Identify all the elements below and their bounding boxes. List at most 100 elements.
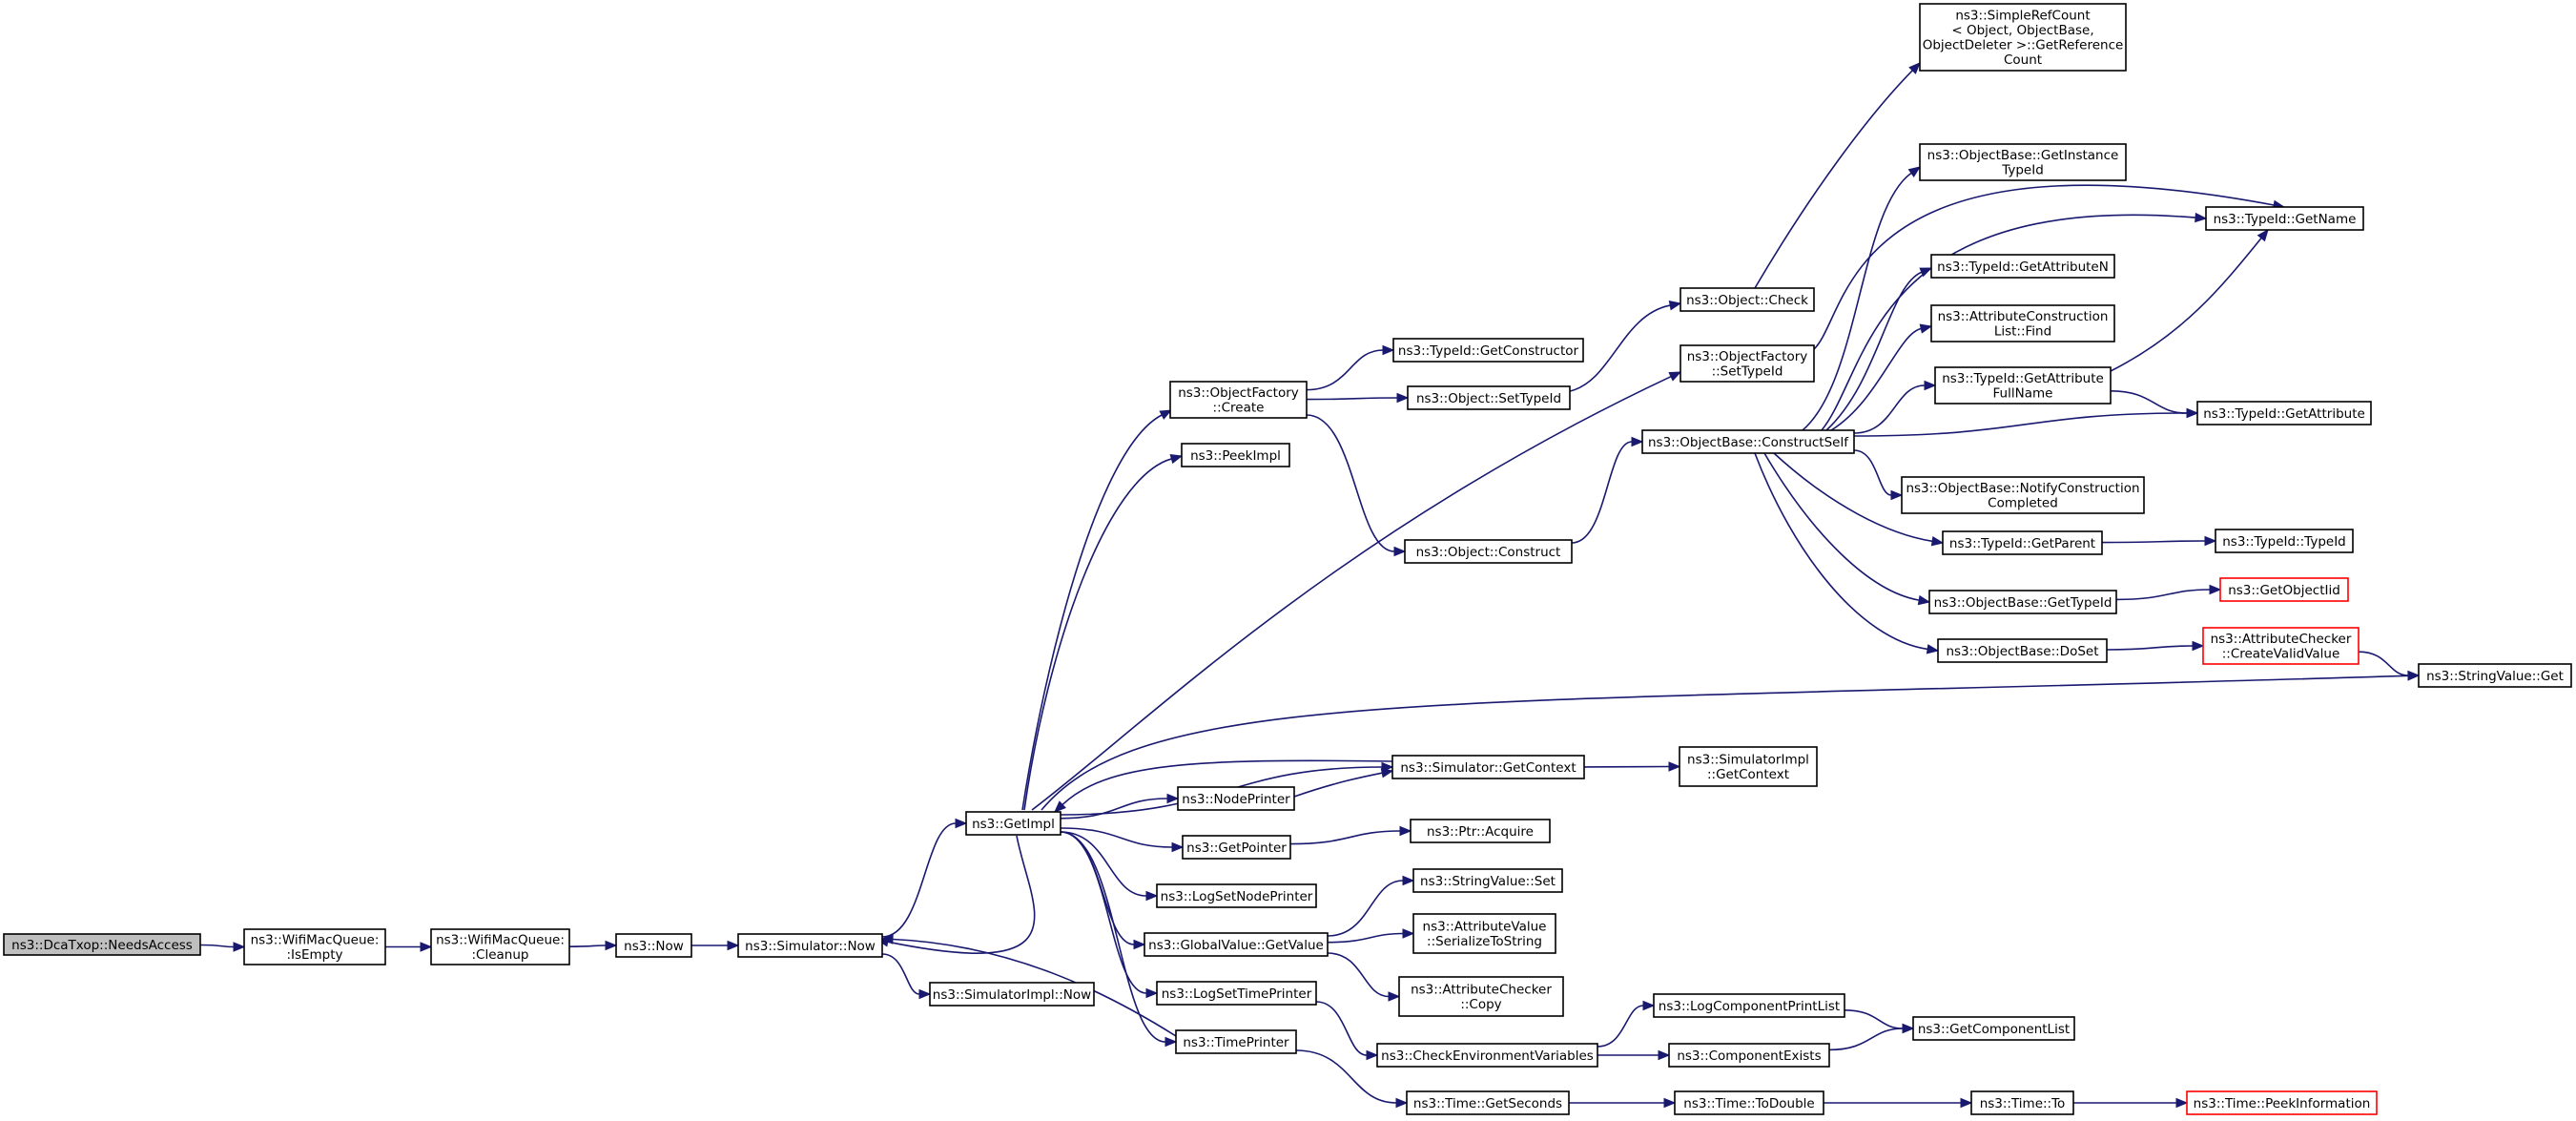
- edge-simNow-to-simImplNow: [881, 953, 932, 1000]
- node-tidGetParent[interactable]: ns3::TypeId::GetParent: [1942, 530, 2103, 555]
- node-box: [1970, 1090, 2074, 1115]
- node-svGet[interactable]: ns3::StringValue::Get: [2418, 663, 2572, 688]
- node-label-line: ns3::TypeId::GetAttribute: [1942, 371, 2104, 386]
- node-obNotifyConstruction[interactable]: ns3::ObjectBase::NotifyConstructionCompl…: [1901, 476, 2145, 514]
- node-box: [1181, 443, 1290, 467]
- node-ofCreate[interactable]: ns3::ObjectFactory::Create: [1169, 381, 1308, 419]
- node-box: [430, 928, 570, 965]
- node-obDoSet[interactable]: ns3::ObjectBase::DoSet: [1937, 638, 2108, 663]
- edge-timePrinter-to-timeGetSeconds: [1295, 1049, 1409, 1109]
- node-box: [2215, 529, 2354, 553]
- node-tidTypeId[interactable]: ns3::TypeId::TypeId: [2215, 529, 2354, 553]
- node-label-line: ns3::CheckEnvironmentVariables: [1381, 1048, 1594, 1064]
- edge-line: [1031, 375, 1672, 811]
- node-box: [1928, 590, 2117, 614]
- node-srcGetRef[interactable]: ns3::SimpleRefCount< Object, ObjectBase,…: [1919, 3, 2127, 72]
- node-getCompList[interactable]: ns3::GetComponentList: [1912, 1016, 2075, 1041]
- node-tidGetAttribute[interactable]: ns3::TypeId::GetAttribute: [2196, 401, 2372, 426]
- node-tidGetAttributeN[interactable]: ns3::TypeId::GetAttributeN: [1930, 254, 2115, 279]
- node-tidGetName[interactable]: ns3::TypeId::GetName: [2205, 206, 2364, 231]
- node-objSetTypeId[interactable]: ns3::Object::SetTypeId: [1407, 385, 1571, 410]
- edge-line: [1813, 184, 2275, 350]
- edge-arrowhead: [727, 940, 740, 951]
- edge-line: [1327, 880, 1404, 937]
- edge-obConstructSelf-to-tidGetName: [1821, 212, 2208, 431]
- edge-line: [1327, 952, 1390, 998]
- edge-arrowhead: [1054, 800, 1066, 813]
- edge-arrowhead: [1658, 1049, 1671, 1061]
- node-label-line: ns3::SimulatorImpl: [1687, 753, 1809, 768]
- edge-arrowhead: [1642, 1000, 1656, 1011]
- node-label-line: ns3::Now: [624, 939, 684, 954]
- node-acCreateValidValue[interactable]: ns3::AttributeChecker::CreateValidValue: [2202, 627, 2360, 665]
- edge-obConstructSelf-to-obDoSet: [1754, 452, 1940, 654]
- node-getObjectIid[interactable]: ns3::GetObjectIid: [2219, 577, 2349, 602]
- edge-arrowhead: [1366, 1049, 1379, 1061]
- node-timeTo[interactable]: ns3::Time::To: [1970, 1090, 2074, 1115]
- node-logSetTimePrinter[interactable]: ns3::LogSetTimePrinter: [1156, 981, 1317, 1006]
- node-label-line: ns3::AttributeValue: [1423, 920, 1547, 935]
- node-box: [2202, 627, 2360, 665]
- edge-tidGetAttrFullName-to-tidGetName: [2110, 228, 2269, 372]
- edge-line: [881, 953, 920, 995]
- node-timeToDouble[interactable]: ns3::Time::ToDouble: [1674, 1090, 1824, 1115]
- node-logCompPrintList[interactable]: ns3::LogComponentPrintList: [1653, 993, 1845, 1018]
- node-wmqIsEmpty[interactable]: ns3::WifiMacQueue::IsEmpty: [243, 928, 386, 965]
- node-objCheck[interactable]: ns3::Object::Check: [1680, 287, 1815, 312]
- node-objConstruct[interactable]: ns3::Object::Construct: [1404, 539, 1573, 564]
- edge-arrowhead: [605, 940, 618, 951]
- node-checkEnv[interactable]: ns3::CheckEnvironmentVariables: [1376, 1043, 1598, 1068]
- node-box: [1156, 883, 1317, 908]
- edge-line: [1060, 827, 1173, 848]
- node-timePrinter[interactable]: ns3::TimePrinter: [1175, 1029, 1297, 1054]
- node-logSetNodePrinter[interactable]: ns3::LogSetNodePrinter: [1156, 883, 1317, 908]
- node-box: [1674, 1090, 1824, 1115]
- node-box: [1937, 638, 2108, 663]
- node-simImplGetContext[interactable]: ns3::SimulatorImpl::GetContext: [1679, 746, 1818, 787]
- node-label-line: ns3::AttributeConstruction: [1938, 309, 2109, 324]
- edge-timeToDouble-to-timeTo: [1824, 1097, 1973, 1109]
- node-wmqCleanup[interactable]: ns3::WifiMacQueue::Cleanup: [430, 928, 570, 965]
- node-simGetContext[interactable]: ns3::Simulator::GetContext: [1391, 755, 1585, 779]
- node-simNow[interactable]: ns3::Simulator::Now: [737, 933, 883, 958]
- edge-line: [1306, 349, 1384, 391]
- node-box: [1406, 1090, 1570, 1115]
- edge-line: [1295, 1049, 1397, 1104]
- node-ptrAcquire[interactable]: ns3::Ptr::Acquire: [1410, 819, 1551, 843]
- edge-tidGetAttrFullName-to-tidGetAttribute: [2110, 390, 2199, 419]
- edge-line: [2106, 645, 2194, 651]
- node-compExists[interactable]: ns3::ComponentExists: [1668, 1043, 1830, 1068]
- edge-arrowhead: [1926, 644, 1940, 654]
- node-needsAccess[interactable]: ns3::DcaTxop::NeedsAccess: [3, 933, 201, 956]
- node-tidGetConstructor[interactable]: ns3::TypeId::GetConstructor: [1392, 338, 1584, 363]
- node-getImpl[interactable]: ns3::GetImpl: [965, 811, 1061, 836]
- node-getPointer[interactable]: ns3::GetPointer: [1182, 835, 1291, 860]
- edge-arrowhead: [1902, 1023, 1915, 1034]
- node-nodePrinter[interactable]: ns3::NodePrinter: [1177, 786, 1295, 811]
- node-now[interactable]: ns3::Now: [615, 933, 692, 958]
- node-timePeekInfo[interactable]: ns3::Time::PeekInformation: [2186, 1090, 2378, 1115]
- edge-line: [568, 945, 607, 947]
- node-box: [2205, 206, 2364, 231]
- edge-line: [1853, 412, 2188, 437]
- node-gvGetValue[interactable]: ns3::GlobalValue::GetValue: [1144, 932, 1329, 957]
- node-simImplNow[interactable]: ns3::SimulatorImpl::Now: [929, 982, 1095, 1007]
- node-acCopy[interactable]: ns3::AttributeChecker::Copy: [1398, 976, 1564, 1017]
- node-avSerialize[interactable]: ns3::AttributeValue::SerializeToString: [1412, 913, 1556, 954]
- edge-arrowhead: [955, 818, 968, 829]
- node-peekImpl[interactable]: ns3::PeekImpl: [1181, 443, 1290, 467]
- node-label-line: ns3::TypeId::GetAttributeN: [1937, 259, 2109, 275]
- edge-line: [1306, 414, 1395, 552]
- edge-arrowhead: [880, 934, 894, 945]
- node-timeGetSeconds[interactable]: ns3::Time::GetSeconds: [1406, 1090, 1570, 1115]
- edge-arrowhead: [1907, 166, 1922, 177]
- edge-line: [1571, 441, 1633, 544]
- node-svSet[interactable]: ns3::StringValue::Set: [1412, 868, 1563, 893]
- node-obConstructSelf[interactable]: ns3::ObjectBase::ConstructSelf: [1641, 429, 1855, 454]
- node-obGetTypeId[interactable]: ns3::ObjectBase::GetTypeId: [1928, 590, 2117, 614]
- node-ofSetTypeId[interactable]: ns3::ObjectFactory::SetTypeId: [1680, 344, 1815, 383]
